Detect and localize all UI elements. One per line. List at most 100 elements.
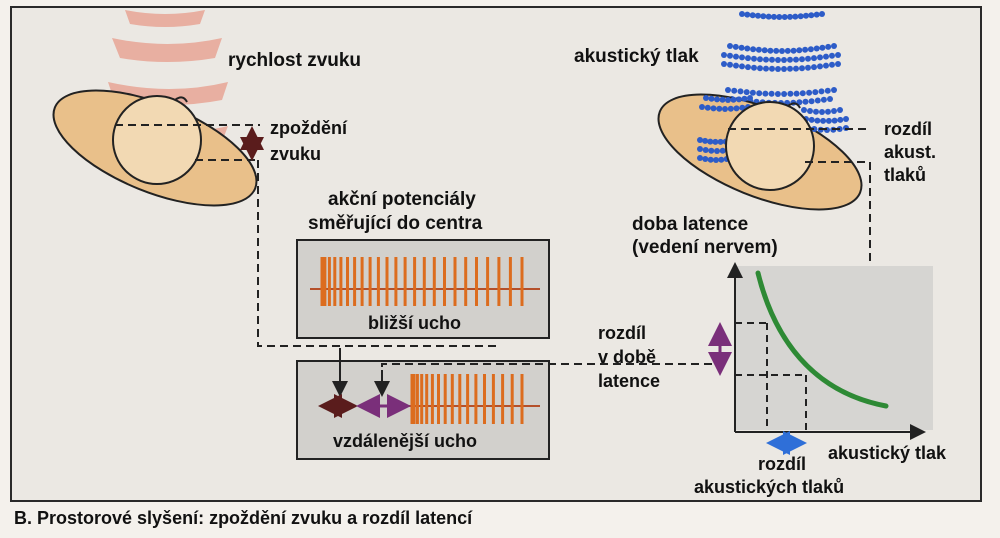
- pressure-dot: [751, 55, 757, 62]
- pressure-diffs-label-line2: akustických tlaků: [694, 477, 844, 497]
- pressure-dot: [702, 147, 709, 153]
- pressure-dot: [703, 95, 709, 101]
- pressure-dot: [768, 90, 775, 97]
- pressure-dot: [697, 146, 703, 152]
- far-ear-label: vzdálenější ucho: [333, 431, 477, 451]
- pressure-dot: [727, 52, 733, 59]
- pressure-dot: [733, 105, 740, 112]
- pressure-dot: [712, 138, 719, 145]
- pressure-dot: [813, 108, 819, 115]
- pressure-dot: [739, 63, 745, 70]
- pressure-dot: [755, 12, 761, 19]
- pressure-dot: [831, 87, 837, 93]
- pressure-dot: [707, 156, 714, 163]
- near-ear-box: bližší ucho: [296, 239, 550, 339]
- pressure-dot: [765, 13, 772, 20]
- pressure-dot: [814, 117, 821, 124]
- pressure-dot: [781, 57, 787, 63]
- pressure-dot: [827, 96, 833, 102]
- pressure-dot: [714, 148, 720, 154]
- pressure-dot: [727, 105, 734, 112]
- pressure-dot: [835, 61, 841, 67]
- pressure-dot: [702, 156, 709, 162]
- pressure-dot: [825, 108, 831, 115]
- pressure-dot: [787, 90, 794, 97]
- pressure-dot: [767, 47, 774, 54]
- pressure-dot: [807, 108, 813, 114]
- pressure-dot: [717, 138, 724, 145]
- pressure-dot: [811, 64, 817, 71]
- pressure-dot: [820, 96, 827, 103]
- pressure-dot: [799, 56, 805, 63]
- pressure-dot: [757, 65, 763, 72]
- pressure-dot: [825, 117, 832, 124]
- pressure-dot: [744, 45, 751, 52]
- pressure-dot: [808, 98, 815, 105]
- pressure-dot: [756, 90, 763, 97]
- pressure-dot: [819, 11, 825, 17]
- right-head: [657, 93, 863, 211]
- pressure-dot: [837, 107, 843, 113]
- latency-axis-label-line2: (vedení nervem): [632, 237, 778, 258]
- latency-diff-label-line3: latence: [598, 371, 660, 391]
- delay-label-line2: zvuku: [270, 144, 321, 164]
- pressure-dot: [803, 12, 809, 19]
- delay-connectors: [332, 348, 720, 397]
- pressure-dot: [807, 46, 814, 53]
- figure-caption: B. Prostorové slyšení: zpoždění zvuku a …: [14, 508, 473, 528]
- pressure-dot: [704, 104, 711, 111]
- pressure-dot: [771, 13, 777, 20]
- far-ear-box: vzdálenější ucho: [296, 360, 550, 460]
- pressure-dot: [779, 48, 785, 54]
- pressure-dot: [808, 116, 815, 123]
- latency-diff-label-line2: v době: [598, 347, 656, 367]
- pressure-dot: [739, 11, 745, 17]
- pressure-dot: [708, 95, 715, 102]
- latency-axis-label-line1: doba latence: [632, 214, 748, 235]
- pressure-dot: [716, 105, 723, 112]
- pressure-dot: [699, 104, 705, 110]
- pressure-dot: [793, 56, 799, 63]
- pressure-dot: [806, 89, 813, 96]
- pressure-dot: [733, 53, 739, 60]
- pressure-dot: [718, 156, 725, 163]
- pressure-dot: [760, 13, 767, 20]
- pressure-dot: [708, 147, 715, 154]
- pressure-dot: [713, 157, 719, 163]
- pressure-dot: [719, 96, 726, 103]
- pressure-dot: [750, 46, 757, 53]
- pressure-dot: [749, 12, 756, 19]
- pressure-dot: [775, 66, 781, 72]
- pressure-dot: [781, 91, 788, 97]
- pressure-dot: [697, 137, 703, 143]
- pressure-dot: [811, 55, 817, 62]
- pressure-dot: [799, 90, 806, 97]
- pressure-dot: [823, 62, 829, 69]
- pressure-dot: [796, 47, 803, 54]
- potentials-label-line1: akční potenciály: [328, 189, 476, 210]
- pressure-dot: [757, 56, 763, 63]
- pressure-dot: [835, 52, 841, 58]
- pressure-diff-label-line2: akust.: [884, 142, 936, 162]
- pressure-dot: [814, 97, 821, 104]
- pressure-dot: [831, 117, 838, 124]
- pressure-dot: [793, 90, 800, 97]
- pressure-dot: [831, 43, 837, 49]
- pressure-dot: [776, 14, 783, 20]
- pressure-dot: [745, 55, 751, 62]
- pressure-dot: [781, 14, 788, 20]
- pressure-dot: [775, 57, 781, 63]
- delay-label-line1: zpoždění: [270, 118, 348, 138]
- pressure-dot: [721, 52, 727, 58]
- pressure-dot: [774, 91, 781, 97]
- potentials-label-line2: směřující do centra: [308, 213, 483, 234]
- pressure-dot: [797, 13, 804, 20]
- pressure-dot: [725, 87, 731, 93]
- pressure-dot: [819, 44, 826, 51]
- pressure-dot: [831, 108, 837, 114]
- pressure-dot: [710, 105, 717, 112]
- pressure-dot: [727, 43, 733, 49]
- pressure-dot: [761, 47, 768, 54]
- pressure-dot: [817, 63, 823, 70]
- pressure-dot: [787, 56, 793, 63]
